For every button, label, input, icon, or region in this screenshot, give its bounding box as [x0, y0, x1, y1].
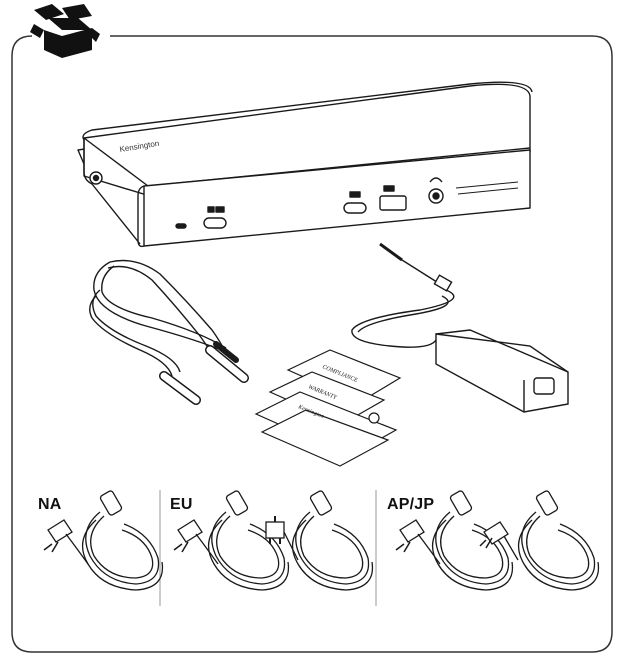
docking-station-illustration: Kensington	[77, 81, 533, 248]
frame-border	[11, 35, 613, 653]
power-adapter-illustration	[351, 242, 569, 413]
usb-c-cable-illustration	[89, 259, 249, 405]
usb-c-port-front	[203, 217, 227, 229]
ac-inlet	[533, 377, 555, 395]
usb-c-port-mid	[343, 202, 367, 214]
region-label-ap-jp: AP/JP	[387, 496, 435, 513]
uk-power-cord-illustration	[265, 489, 374, 591]
jp-power-cord-illustration	[479, 489, 600, 591]
documentation-illustration: COMPLIANCE WARRANTY Kensington	[254, 349, 402, 467]
box-icon	[30, 4, 100, 58]
sd-slot	[455, 181, 519, 195]
usb-a-port	[379, 195, 407, 211]
region-label-eu: EU	[170, 496, 193, 513]
region-label-na: NA	[38, 496, 62, 513]
